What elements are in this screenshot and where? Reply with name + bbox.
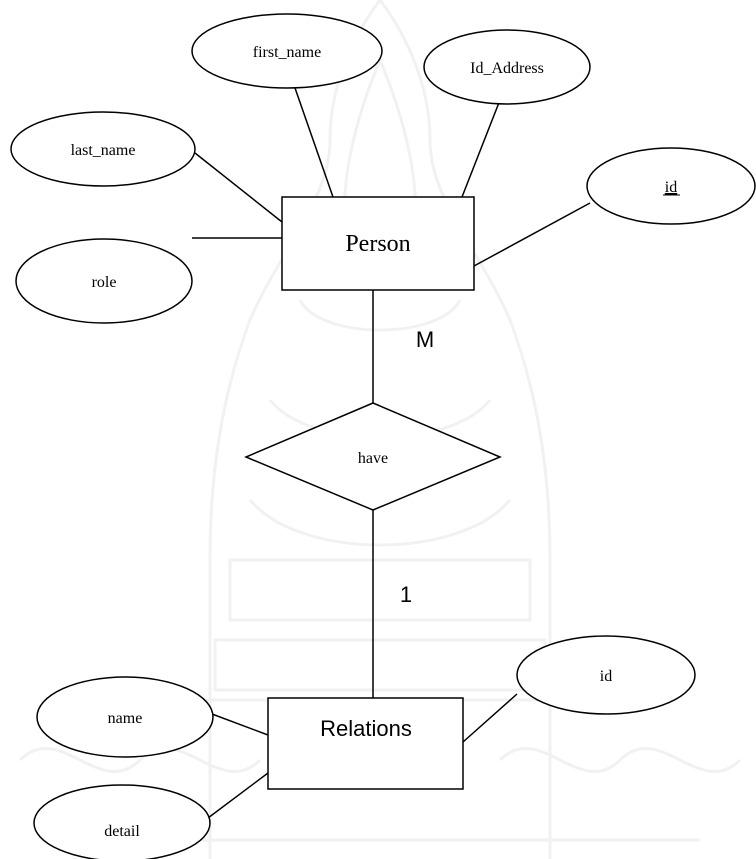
attribute-person-id-label: id xyxy=(665,179,677,196)
attribute-last-name: last_name xyxy=(10,111,196,187)
attribute-role-label: role xyxy=(92,274,117,291)
attribute-first-name: first_name xyxy=(191,13,383,89)
attribute-id-address: Id_Address xyxy=(423,29,591,105)
attribute-relations-id-label: id xyxy=(600,668,612,685)
attribute-name: name xyxy=(36,676,214,758)
entity-person-label: Person xyxy=(345,231,410,257)
attribute-last-name-label: last_name xyxy=(71,142,136,159)
entity-person: Person xyxy=(281,196,475,291)
relationship-have: have xyxy=(244,402,502,511)
attribute-detail-label: detail xyxy=(104,823,140,840)
attribute-name-label: name xyxy=(108,710,143,727)
entity-relations-label: Relations xyxy=(320,716,412,741)
cardinality-relations: 1 xyxy=(400,582,412,607)
attribute-first-name-label: first_name xyxy=(253,44,321,61)
attribute-relations-id: id xyxy=(516,635,696,715)
attribute-role: role xyxy=(15,238,193,324)
attribute-id-address-label: Id_Address xyxy=(470,60,544,77)
connectors xyxy=(192,87,591,819)
attribute-person-id: id xyxy=(586,147,756,225)
relationship-have-label: have xyxy=(358,450,388,467)
cardinality-person: M xyxy=(416,327,434,352)
attribute-detail: detail xyxy=(33,784,211,859)
entity-relations: Relations xyxy=(267,697,464,790)
